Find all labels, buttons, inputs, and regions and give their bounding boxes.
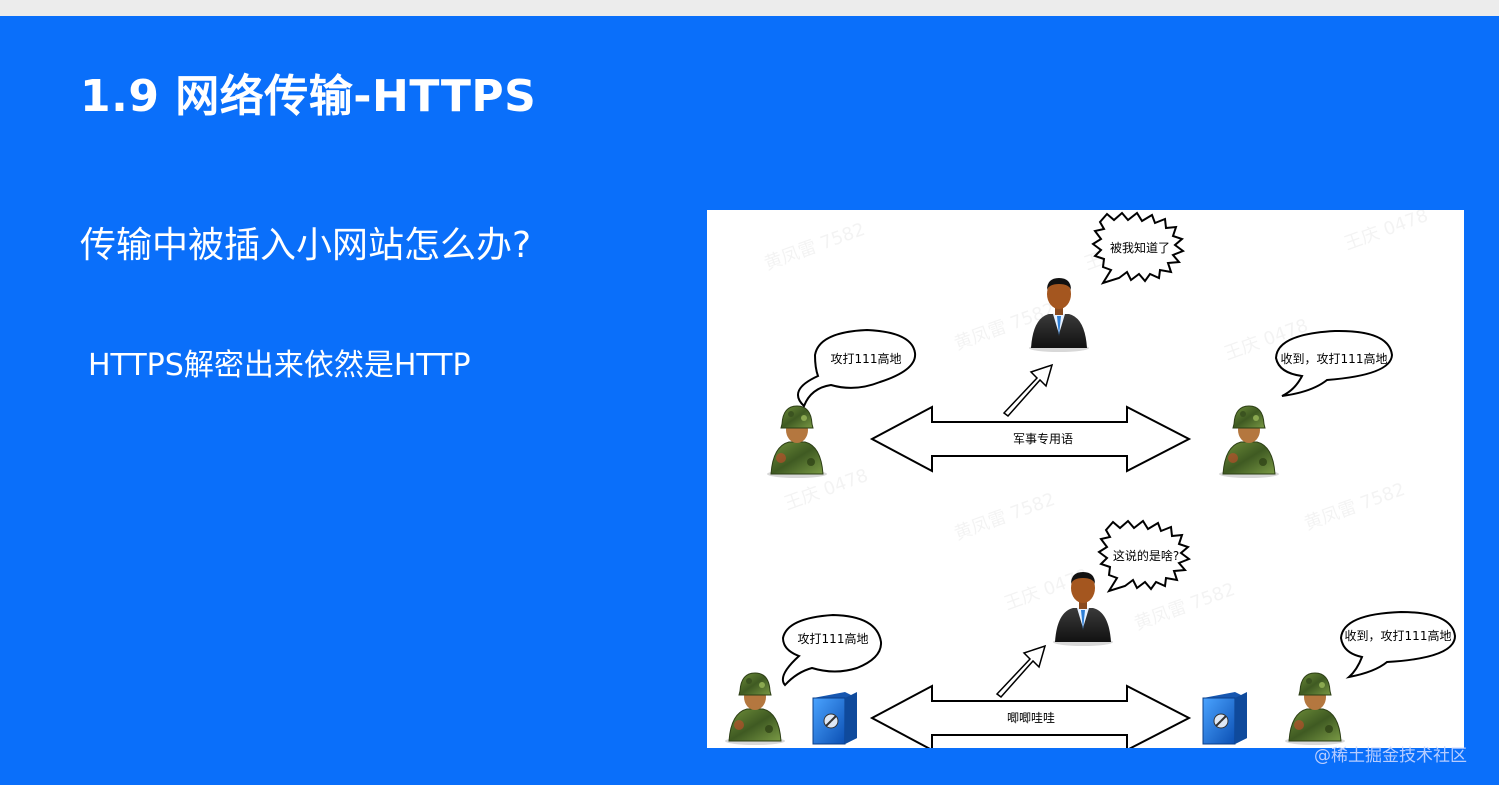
- bottom-left-bubble-text: 攻打111高地: [798, 631, 869, 646]
- top-spiky-speech-bubble: [1091, 211, 1186, 285]
- slide-question: 传输中被插入小网站怎么办?: [80, 225, 532, 266]
- top-right-bubble-text: 收到，攻打111高地: [1281, 351, 1388, 366]
- soldier-icon: [1284, 672, 1346, 746]
- soldier-icon: [766, 405, 828, 479]
- svg-text:黄凤雷 7582: 黄凤雷 7582: [952, 489, 1058, 545]
- top-right-speech-bubble: [1274, 329, 1394, 397]
- top-arrow-label: 军事专用语: [1013, 431, 1073, 446]
- top-spiky-bubble-text: 被我知道了: [1110, 241, 1170, 255]
- slide-title: 1.9 网络传输-HTTPS: [80, 71, 537, 122]
- https-diagram: 黄凤雷 7582 王庆 0478 王庆 0478 黄凤雷 7582 王庆 047…: [707, 210, 1464, 748]
- soldier-icon: [724, 672, 786, 746]
- top-left-bubble-text: 攻打111高地: [831, 351, 902, 366]
- svg-text:黄凤雷 7582: 黄凤雷 7582: [1302, 479, 1408, 535]
- safe-icon: [1202, 691, 1248, 745]
- double-arrow-icon: [869, 684, 1192, 748]
- bottom-left-speech-bubble: [781, 613, 883, 687]
- bottom-right-speech-bubble: [1339, 610, 1457, 679]
- safe-icon: [812, 691, 858, 745]
- bottom-arrow-label: 唧唧哇哇: [1007, 711, 1055, 725]
- top-left-speech-bubble: [797, 328, 917, 408]
- up-arrow-icon: [1002, 363, 1054, 418]
- presentation-slide: 1.9 网络传输-HTTPS 传输中被插入小网站怎么办? HTTPS解密出来依然…: [0, 16, 1499, 785]
- bottom-spiky-speech-bubble: [1097, 519, 1192, 593]
- slide-subtext: HTTPS解密出来依然是HTTP: [88, 348, 471, 383]
- footer-watermark: @稀土掘金技术社区: [1314, 746, 1467, 766]
- svg-text:黄凤雷 7582: 黄凤雷 7582: [762, 219, 868, 275]
- soldier-icon: [1218, 405, 1280, 479]
- bottom-spiky-bubble-text: 这说的是啥?: [1113, 548, 1179, 563]
- svg-text:黄凤雷 7582: 黄凤雷 7582: [1132, 579, 1238, 635]
- up-arrow-icon: [995, 644, 1047, 699]
- window-top-bar: [0, 0, 1499, 16]
- diagram-canvas: 黄凤雷 7582 王庆 0478 王庆 0478 黄凤雷 7582 王庆 047…: [724, 210, 1457, 748]
- bottom-right-bubble-text: 收到，攻打111高地: [1345, 628, 1452, 643]
- svg-text:王庆 0478: 王庆 0478: [1342, 210, 1431, 255]
- double-arrow-icon: [869, 405, 1192, 473]
